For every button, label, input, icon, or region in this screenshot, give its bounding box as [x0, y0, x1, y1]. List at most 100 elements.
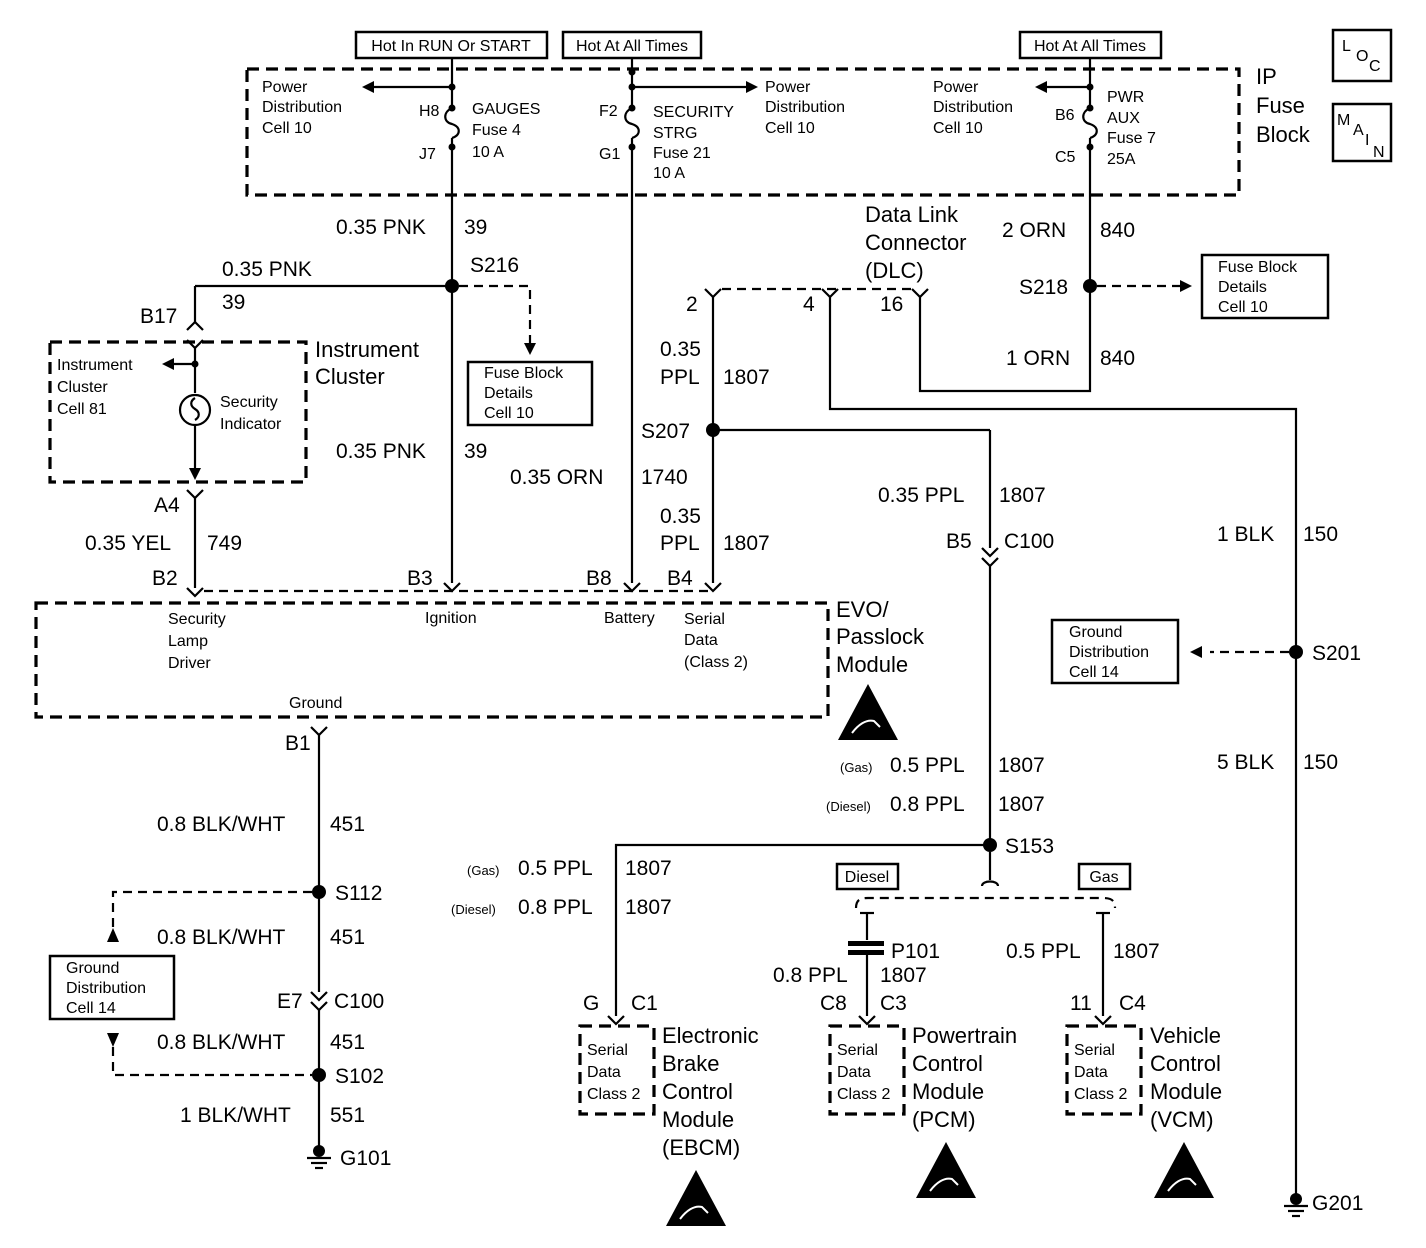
svg-text:1740: 1740: [641, 466, 688, 489]
svg-text:J7: J7: [419, 146, 436, 163]
svg-text:Cell 81: Cell 81: [57, 401, 107, 418]
svg-text:C3: C3: [880, 992, 907, 1015]
s218-fuse-block-link: Fuse Block Details Cell 10: [1097, 253, 1330, 320]
svg-text:Hot At All Times: Hot At All Times: [576, 38, 688, 55]
svg-text:PPL: PPL: [660, 532, 700, 555]
svg-text:O: O: [1356, 48, 1368, 65]
svg-text:C8: C8: [820, 992, 847, 1015]
svg-text:451: 451: [330, 1031, 365, 1054]
svg-text:11: 11: [1070, 992, 1092, 1015]
svg-text:0.8 PPL: 0.8 PPL: [890, 793, 965, 816]
svg-text:Security: Security: [168, 611, 226, 628]
svg-text:Cell 10: Cell 10: [262, 120, 312, 137]
svg-text:G1: G1: [599, 146, 620, 163]
wire-ppl-1807-dlc: 0.35 PPL 1807 0.35 PPL 1807: [660, 297, 770, 583]
svg-text:0.35 PNK: 0.35 PNK: [222, 258, 312, 281]
svg-text:SECURITY: SECURITY: [653, 104, 734, 121]
svg-text:Ground: Ground: [289, 695, 342, 712]
power-distribution-middle: Power Distribution Cell 10: [628, 79, 845, 137]
svg-text:Class 2: Class 2: [837, 1086, 890, 1103]
svg-text:B5: B5: [946, 530, 972, 553]
svg-text:(VCM): (VCM): [1150, 1107, 1214, 1132]
loc-icon: L O C: [1331, 28, 1393, 83]
svg-text:Distribution: Distribution: [1069, 644, 1149, 661]
svg-text:Ignition: Ignition: [425, 610, 477, 627]
svg-text:Control: Control: [912, 1051, 983, 1076]
svg-text:1807: 1807: [998, 793, 1045, 816]
svg-text:0.8 PPL: 0.8 PPL: [518, 896, 593, 919]
svg-text:Hot In RUN Or START: Hot In RUN Or START: [371, 38, 531, 55]
power-distribution-right: Power Distribution Cell 10: [933, 58, 1094, 137]
svg-text:(Gas): (Gas): [840, 760, 873, 775]
svg-text:1807: 1807: [880, 964, 927, 987]
svg-text:1807: 1807: [999, 484, 1046, 507]
svg-text:A: A: [1353, 122, 1364, 139]
svg-text:39: 39: [464, 216, 487, 239]
svg-text:Cell 14: Cell 14: [1069, 664, 1119, 681]
svg-text:Instrument: Instrument: [315, 337, 419, 362]
svg-text:A4: A4: [154, 494, 180, 517]
wire-ppl-1807-vcm: 0.5 PPL 1807: [1006, 911, 1160, 1016]
svg-text:Connector: Connector: [865, 230, 967, 255]
svg-text:Block: Block: [1256, 122, 1311, 147]
wire-pnk-s216-branch: 0.35 PNK 39 S216: [193, 254, 519, 322]
svg-text:5 BLK: 5 BLK: [1217, 751, 1274, 774]
svg-text:P101: P101: [891, 940, 940, 963]
svg-text:G201: G201: [1312, 1192, 1363, 1215]
svg-text:Control: Control: [662, 1079, 733, 1104]
esd-warning-icon: [838, 684, 898, 740]
svg-text:B6: B6: [1055, 107, 1075, 124]
svg-text:B17: B17: [140, 305, 177, 328]
wire-yel-749: 0.35 YEL 749: [85, 532, 242, 555]
svg-text:0.8 BLK/WHT: 0.8 BLK/WHT: [157, 813, 286, 836]
svg-text:0.35 PPL: 0.35 PPL: [878, 484, 964, 507]
svg-text:Data: Data: [587, 1064, 621, 1081]
svg-text:Control: Control: [1150, 1051, 1221, 1076]
svg-text:Serial: Serial: [684, 611, 725, 628]
svg-text:Module: Module: [836, 652, 908, 677]
svg-text:Module: Module: [912, 1079, 984, 1104]
svg-text:B4: B4: [667, 567, 693, 590]
svg-text:749: 749: [207, 532, 242, 555]
ground-distribution-left: Ground Distribution Cell 14: [48, 890, 312, 1077]
svg-text:Gas: Gas: [1089, 869, 1118, 886]
svg-text:1807: 1807: [998, 754, 1045, 777]
svg-text:Distribution: Distribution: [66, 980, 146, 997]
svg-text:GAUGES: GAUGES: [472, 101, 540, 118]
svg-text:1 ORN: 1 ORN: [1006, 347, 1070, 370]
svg-text:Cell 10: Cell 10: [1218, 299, 1268, 316]
svg-text:STRG: STRG: [653, 125, 697, 142]
svg-text:(Diesel): (Diesel): [826, 799, 871, 814]
svg-text:S216: S216: [470, 254, 519, 277]
svg-text:EVO/: EVO/: [836, 597, 889, 622]
svg-text:Power: Power: [262, 79, 308, 96]
svg-text:25A: 25A: [1107, 151, 1136, 168]
svg-text:451: 451: [330, 926, 365, 949]
svg-text:(Diesel): (Diesel): [451, 902, 496, 917]
svg-text:0.35 YEL: 0.35 YEL: [85, 532, 171, 555]
svg-text:Cluster: Cluster: [315, 364, 385, 389]
hot-in-run-start-label: Hot In RUN Or START: [354, 30, 549, 60]
svg-text:H8: H8: [419, 103, 440, 120]
svg-text:Serial: Serial: [837, 1042, 878, 1059]
svg-text:Fuse 21: Fuse 21: [653, 145, 711, 162]
svg-text:0.35: 0.35: [660, 505, 701, 528]
svg-text:1 BLK/WHT: 1 BLK/WHT: [180, 1104, 291, 1127]
ground-g101-icon: G101: [307, 1145, 391, 1170]
svg-text:Fuse 7: Fuse 7: [1107, 130, 1156, 147]
svg-text:(Class 2): (Class 2): [684, 654, 748, 671]
wire-orn-840: 2 ORN 840 1 ORN 840 S218: [918, 147, 1135, 393]
svg-text:Indicator: Indicator: [220, 416, 282, 433]
svg-text:0.8 BLK/WHT: 0.8 BLK/WHT: [157, 926, 286, 949]
svg-text:Battery: Battery: [604, 610, 655, 627]
diesel-gas-option-branch: Diesel Gas: [835, 852, 1132, 909]
svg-text:1807: 1807: [625, 857, 672, 880]
connector-c100-b5: B5 C100: [946, 530, 1054, 845]
svg-text:Power: Power: [933, 79, 979, 96]
splice-s201: Ground Distribution Cell 14 S201: [1050, 618, 1361, 685]
svg-text:Serial: Serial: [1074, 1042, 1115, 1059]
svg-text:Cell 10: Cell 10: [765, 120, 815, 137]
svg-text:Hot At All Times: Hot At All Times: [1034, 38, 1146, 55]
svg-text:S153: S153: [1005, 835, 1054, 858]
